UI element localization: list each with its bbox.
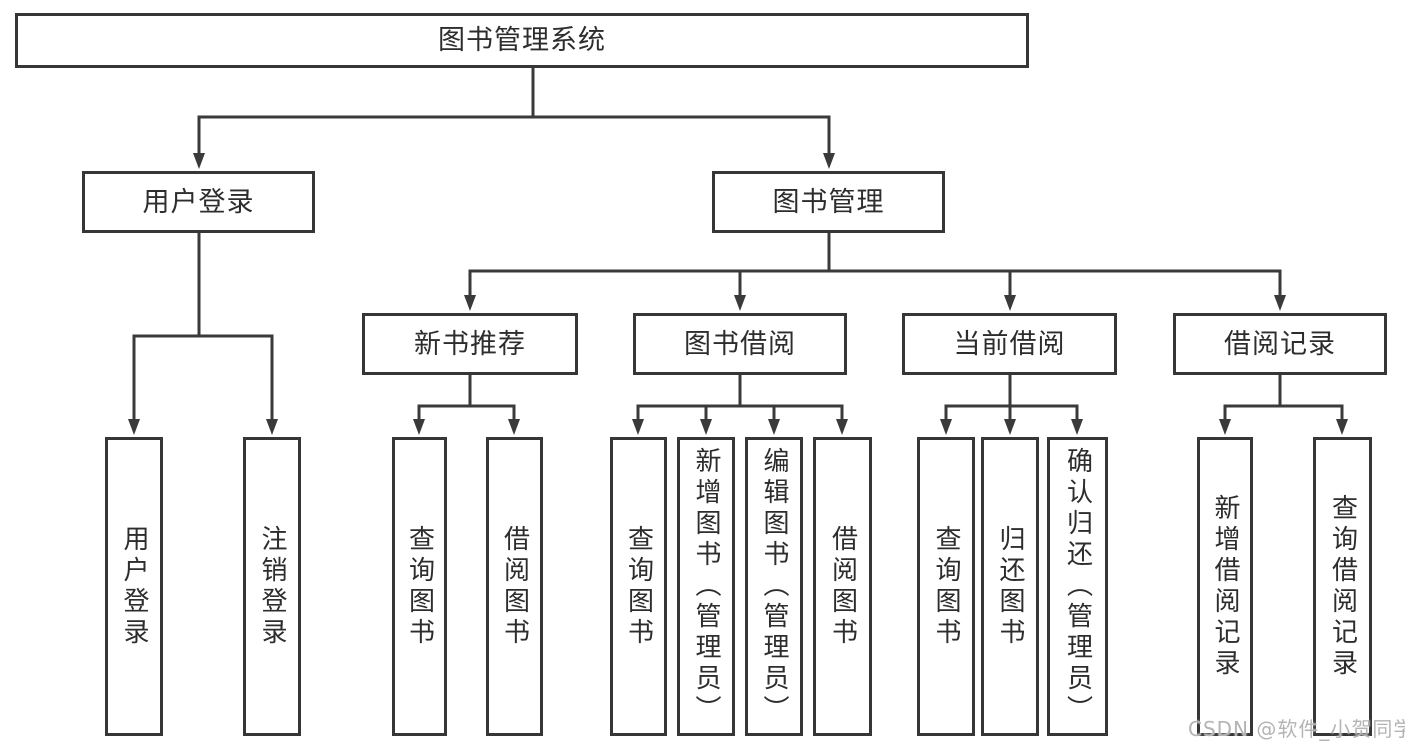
leaf-current-search-book: 查询图书: [917, 437, 975, 736]
leaf-add-book-admin-label: 新增图书（管理员）: [691, 447, 721, 726]
node-book-borrow-label: 图书借阅: [684, 328, 796, 360]
leaf-rec-search-book: 查询图书: [392, 437, 447, 736]
csdn-watermark: CSDN @软件_小贺同学: [1188, 717, 1405, 741]
node-book-borrow: 图书借阅: [633, 313, 847, 375]
connector-user-login-to-leaves: [128, 233, 278, 435]
connector-root-to-level2: [193, 68, 835, 169]
leaf-confirm-return-admin: 确认归还（管理员）: [1047, 437, 1108, 736]
leaf-borrow-search-book: 查询图书: [610, 437, 667, 736]
leaf-return-book-label: 归还图书: [995, 524, 1025, 649]
node-new-book-rec: 新书推荐: [362, 313, 578, 375]
leaf-borrow-book-label: 借阅图书: [827, 524, 858, 649]
connector-book-mgmt-to-level3: [464, 233, 1286, 311]
leaf-search-borrow-record-label: 查询借阅记录: [1327, 493, 1358, 680]
connector-borrow-record-to-leaves: [1219, 375, 1348, 435]
node-root-label: 图书管理系统: [438, 25, 606, 56]
leaf-rec-search-book-label: 查询图书: [404, 524, 435, 649]
connector-current-borrow-to-leaves: [940, 375, 1083, 435]
leaf-search-borrow-record: 查询借阅记录: [1313, 437, 1372, 736]
leaf-edit-book-admin-label: 编辑图书（管理员）: [759, 447, 789, 726]
leaf-logout: 注销登录: [243, 437, 301, 736]
node-book-mgmt-label: 图书管理: [772, 186, 885, 218]
node-book-mgmt: 图书管理: [712, 171, 945, 233]
leaf-user-login-label: 用户登录: [119, 524, 149, 649]
leaf-borrow-search-book-label: 查询图书: [623, 524, 654, 649]
connector-book-borrow-to-leaves: [632, 375, 848, 435]
node-current-borrow: 当前借阅: [902, 313, 1117, 375]
leaf-add-borrow-record: 新增借阅记录: [1197, 437, 1253, 736]
leaf-user-login: 用户登录: [105, 437, 163, 736]
node-user-login: 用户登录: [82, 171, 315, 233]
leaf-rec-borrow-book-label: 借阅图书: [499, 524, 530, 649]
leaf-borrow-book: 借阅图书: [813, 437, 872, 736]
node-borrow-record: 借阅记录: [1173, 313, 1387, 375]
node-user-login-label: 用户登录: [142, 186, 255, 218]
node-root: 图书管理系统: [15, 13, 1029, 68]
leaf-rec-borrow-book: 借阅图书: [486, 437, 543, 736]
leaf-return-book: 归还图书: [981, 437, 1039, 736]
leaf-logout-label: 注销登录: [257, 524, 287, 649]
leaf-add-book-admin: 新增图书（管理员）: [677, 437, 735, 736]
node-borrow-record-label: 借阅记录: [1224, 328, 1336, 360]
connector-new-book-rec-to-leaves: [413, 375, 520, 435]
leaf-edit-book-admin: 编辑图书（管理员）: [745, 437, 803, 736]
leaf-confirm-return-admin-label: 确认归还（管理员）: [1062, 447, 1093, 726]
node-new-book-rec-label: 新书推荐: [414, 328, 526, 360]
leaf-current-search-book-label: 查询图书: [931, 524, 961, 649]
leaf-add-borrow-record-label: 新增借阅记录: [1210, 493, 1240, 680]
node-current-borrow-label: 当前借阅: [953, 328, 1066, 360]
